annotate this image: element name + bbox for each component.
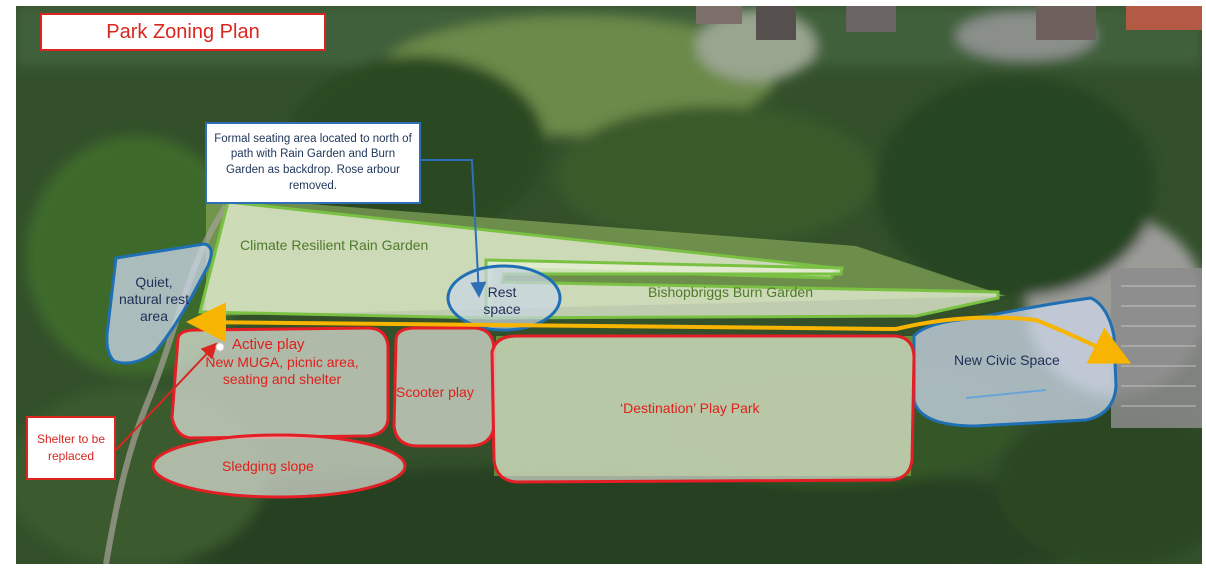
scooter-play-label: Scooter play (396, 384, 474, 400)
sledging-slope-zone (151, 433, 407, 499)
sledging-slope-label: Sledging slope (222, 458, 314, 474)
seating-callout-text: Formal seating area located to north of … (214, 132, 412, 192)
map-title-text: Park Zoning Plan (106, 20, 260, 43)
quiet-rest-area-zone (105, 242, 213, 365)
shelter-callout-text: Shelter to be replaced (36, 431, 106, 463)
active-play-detail-label: New MUGA, picnic area, seating and shelt… (205, 354, 359, 387)
civic-space-label: New Civic Space (954, 352, 1060, 368)
map-title: Park Zoning Plan (40, 13, 326, 51)
path-arrow (186, 302, 1132, 364)
seating-pointer-arrow (404, 159, 487, 298)
shelter-pointer-arrow (115, 342, 218, 451)
play-park-label: ‘Destination’ Play Park (620, 400, 760, 416)
active-play-label: Active play (232, 336, 305, 353)
aerial-map: Park Zoning Plan Formal seating area loc… (16, 6, 1202, 564)
burn-garden-label: Bishopbriggs Burn Garden (648, 284, 813, 300)
rest-space-label: Rest space (483, 284, 521, 317)
rain-garden-label: Climate Resilient Rain Garden (240, 237, 429, 253)
shelter-callout: Shelter to be replaced (26, 416, 116, 480)
quiet-rest-area-label: Quiet, natural rest area (118, 274, 190, 324)
seating-callout: Formal seating area located to north of … (205, 122, 421, 204)
